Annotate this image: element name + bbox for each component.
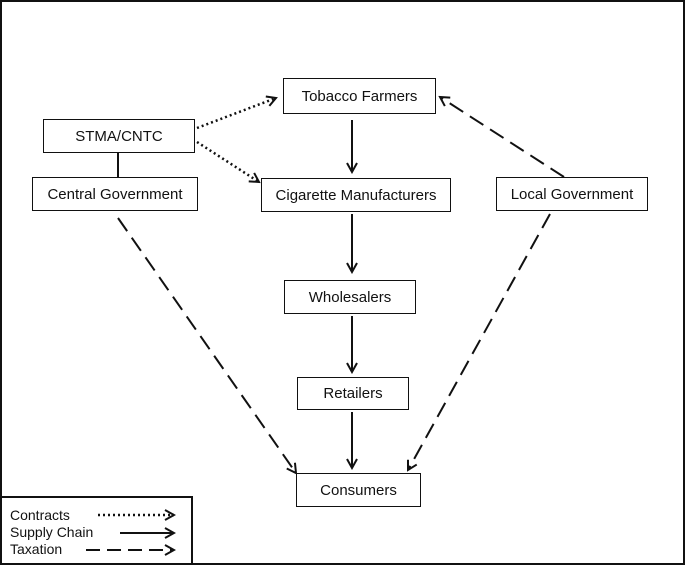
node-cigarette-manufacturers: Cigarette Manufacturers [261,178,451,212]
node-tobacco-farmers: Tobacco Farmers [283,78,436,114]
node-consumers: Consumers [296,473,421,507]
node-central-government: Central Government [32,177,198,211]
node-stma-cntc: STMA/CNTC [43,119,195,153]
legend-label-taxation: Taxation [10,541,63,557]
node-retailers: Retailers [297,377,409,410]
legend: Contracts Supply Chain Taxation [0,496,193,565]
legend-label-contracts: Contracts [10,507,70,523]
contract-arrow-stma-to-manufacturers [196,140,259,182]
legend-label-supply-chain: Supply Chain [10,524,94,540]
tax-arrow-central-to-consumers [117,217,296,473]
node-local-government: Local Government [496,177,648,211]
contract-arrow-stma-to-farmers [196,98,276,130]
legend-swatches [86,498,195,567]
tax-arrow-local-to-consumers [408,213,551,470]
tax-arrow-local-to-farmers [440,97,565,178]
node-wholesalers: Wholesalers [284,280,416,314]
